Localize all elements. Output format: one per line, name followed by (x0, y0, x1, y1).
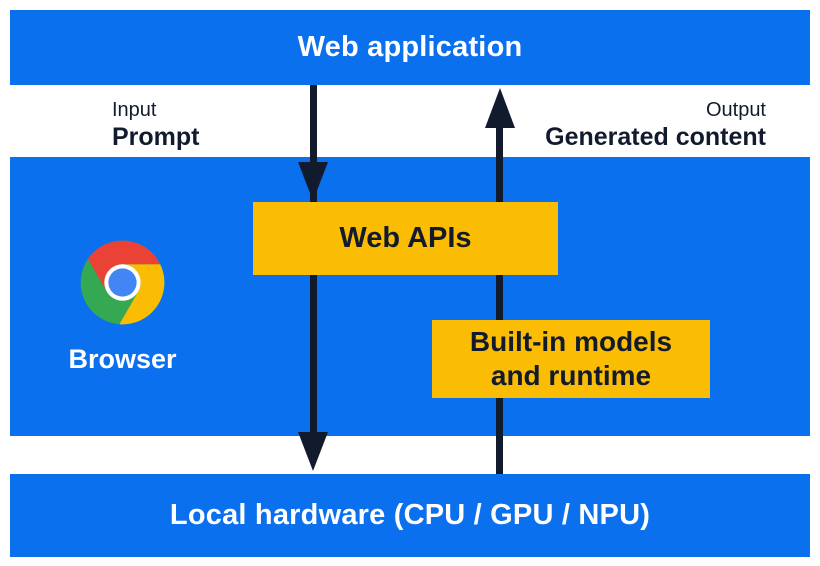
web-apis-box: Web APIs (253, 202, 558, 275)
output-flow-line (496, 128, 503, 474)
input-block: Input Prompt (112, 99, 200, 151)
builtin-models-line2: and runtime (490, 360, 652, 391)
output-arrowhead-to-web-application (485, 88, 515, 128)
chrome-logo-icon (80, 240, 165, 325)
input-arrowhead-to-hardware (298, 432, 328, 471)
output-generated-content-label: Generated content (545, 123, 766, 151)
web-apis-label: Web APIs (339, 222, 472, 254)
web-application-label: Web application (297, 31, 523, 63)
output-block: Output Generated content (545, 99, 766, 151)
input-prompt-label: Prompt (112, 123, 200, 151)
local-hardware-label: Local hardware (CPU / GPU / NPU) (169, 499, 651, 531)
web-application-bar: Web application (10, 10, 810, 85)
builtin-models-box: Built-in models and runtime (432, 320, 710, 398)
browser-label: Browser (68, 344, 177, 374)
local-hardware-bar: Local hardware (CPU / GPU / NPU) (10, 474, 810, 557)
output-title: Output (705, 99, 766, 121)
builtin-models-line1: Built-in models (469, 326, 673, 357)
input-title: Input (112, 99, 157, 121)
